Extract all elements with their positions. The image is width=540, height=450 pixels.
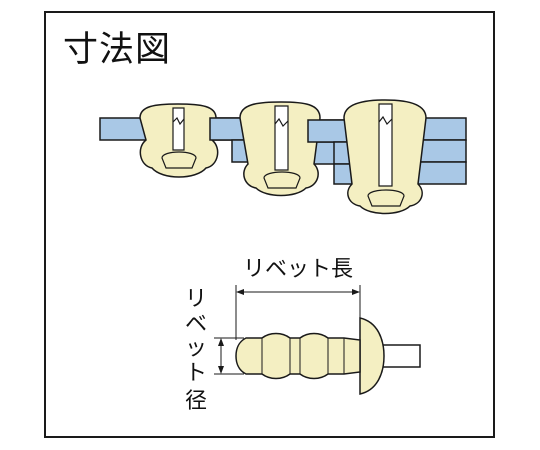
- mandrel-break: [274, 117, 289, 127]
- rivet-side-view: [214, 285, 421, 395]
- mandrel: [274, 105, 289, 171]
- diameter-arrow-bottom: [218, 366, 224, 374]
- rivet-diameter-char: ッ: [185, 336, 207, 361]
- rivet-diameter-label: リ ベ ッ ト 径: [185, 287, 207, 414]
- mandrel-head: [367, 189, 405, 207]
- diameter-arrow-top: [218, 338, 224, 346]
- rivet-length-label: リベット長: [243, 257, 353, 282]
- rivet-joint-thick: [307, 99, 467, 215]
- rivet-diameter-char: リ: [185, 287, 207, 312]
- length-arrow-left: [236, 289, 244, 295]
- length-arrow-right: [352, 289, 360, 295]
- mandrel-head: [263, 171, 301, 189]
- page-title: 寸法図: [63, 30, 172, 70]
- mandrel-break: [378, 115, 393, 125]
- rivet-diameter-char: ベ: [185, 312, 207, 337]
- mandrel: [378, 103, 393, 187]
- mandrel-break: [172, 116, 185, 126]
- rivet-diameter-char: 径: [185, 389, 207, 414]
- mandrel-head: [161, 151, 197, 169]
- mandrel: [172, 107, 185, 151]
- rivet-flange: [359, 317, 385, 395]
- rivet-diameter-char: ト: [185, 361, 207, 386]
- rivet-shank: [235, 332, 361, 380]
